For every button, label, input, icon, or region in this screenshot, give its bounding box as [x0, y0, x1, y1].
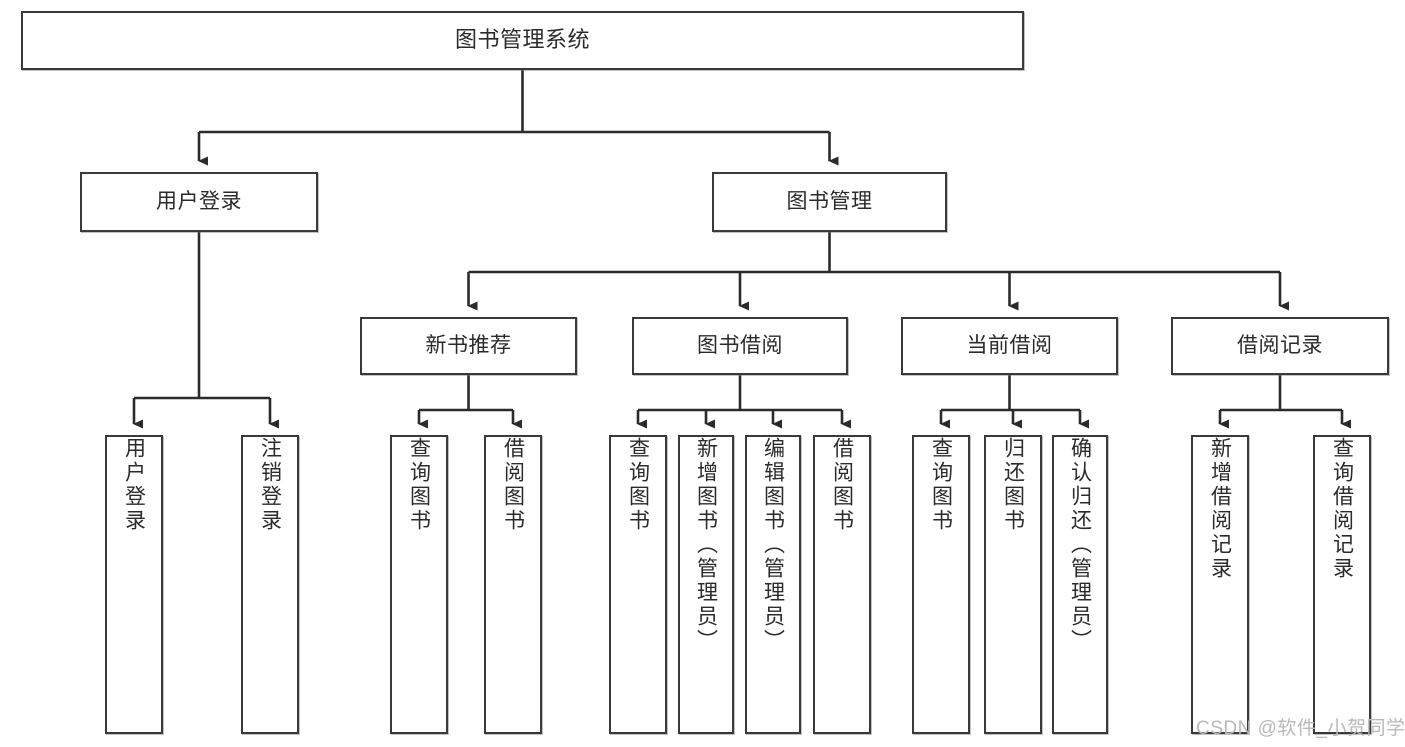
node-borrowing-records[interactable]: 借阅记录 [1171, 317, 1389, 375]
node-label: 查询借阅记录 [1330, 437, 1354, 581]
node-label: 用户登录 [122, 437, 146, 533]
leaf-borrow-edit-book-admin[interactable]: 编辑图书（管理员） [745, 435, 801, 734]
node-current-borrowing[interactable]: 当前借阅 [901, 317, 1118, 375]
node-label: 查询图书 [626, 437, 650, 533]
node-label: 查询图书 [929, 437, 953, 533]
node-label: 借阅图书 [830, 437, 854, 533]
node-label: 图书借阅 [697, 334, 783, 358]
leaf-current-query-books[interactable]: 查询图书 [912, 435, 970, 734]
node-label: 新增借阅记录 [1208, 437, 1232, 581]
node-label: 新书推荐 [425, 334, 512, 358]
node-label: 借阅记录 [1237, 334, 1323, 358]
leaf-newrec-query-books[interactable]: 查询图书 [390, 435, 448, 734]
leaf-records-query-record[interactable]: 查询借阅记录 [1313, 435, 1371, 734]
node-label: 确认归还（管理员） [1068, 437, 1092, 653]
node-label: 编辑图书（管理员） [761, 437, 785, 653]
leaf-current-confirm-return-admin[interactable]: 确认归还（管理员） [1052, 435, 1108, 734]
leaf-current-return-books[interactable]: 归还图书 [984, 435, 1042, 734]
leaf-user-logout[interactable]: 注销登录 [241, 435, 299, 734]
node-book-management-module[interactable]: 图书管理 [712, 172, 947, 232]
node-label: 归还图书 [1001, 437, 1025, 533]
node-label: 用户登录 [156, 190, 242, 214]
leaf-records-add-record[interactable]: 新增借阅记录 [1191, 435, 1249, 734]
node-user-login-module[interactable]: 用户登录 [80, 172, 318, 232]
node-label: 新增图书（管理员） [694, 437, 718, 653]
leaf-user-login[interactable]: 用户登录 [105, 435, 163, 734]
node-label: 查询图书 [407, 437, 431, 533]
node-label: 注销登录 [258, 437, 282, 533]
node-root-system[interactable]: 图书管理系统 [21, 11, 1024, 70]
leaf-borrow-add-book-admin[interactable]: 新增图书（管理员） [678, 435, 734, 734]
node-label: 图书管理 [786, 190, 873, 214]
node-label: 当前借阅 [966, 334, 1053, 358]
leaf-borrow-query-books[interactable]: 查询图书 [609, 435, 667, 734]
node-label: 图书管理系统 [454, 27, 590, 53]
leaf-borrow-borrow-books[interactable]: 借阅图书 [813, 435, 871, 734]
node-book-borrowing[interactable]: 图书借阅 [632, 317, 848, 375]
node-new-book-recommendation[interactable]: 新书推荐 [360, 317, 577, 375]
connector-lines [132, 70, 1351, 429]
node-label: 借阅图书 [501, 437, 525, 533]
leaf-newrec-borrow-books[interactable]: 借阅图书 [484, 435, 542, 734]
